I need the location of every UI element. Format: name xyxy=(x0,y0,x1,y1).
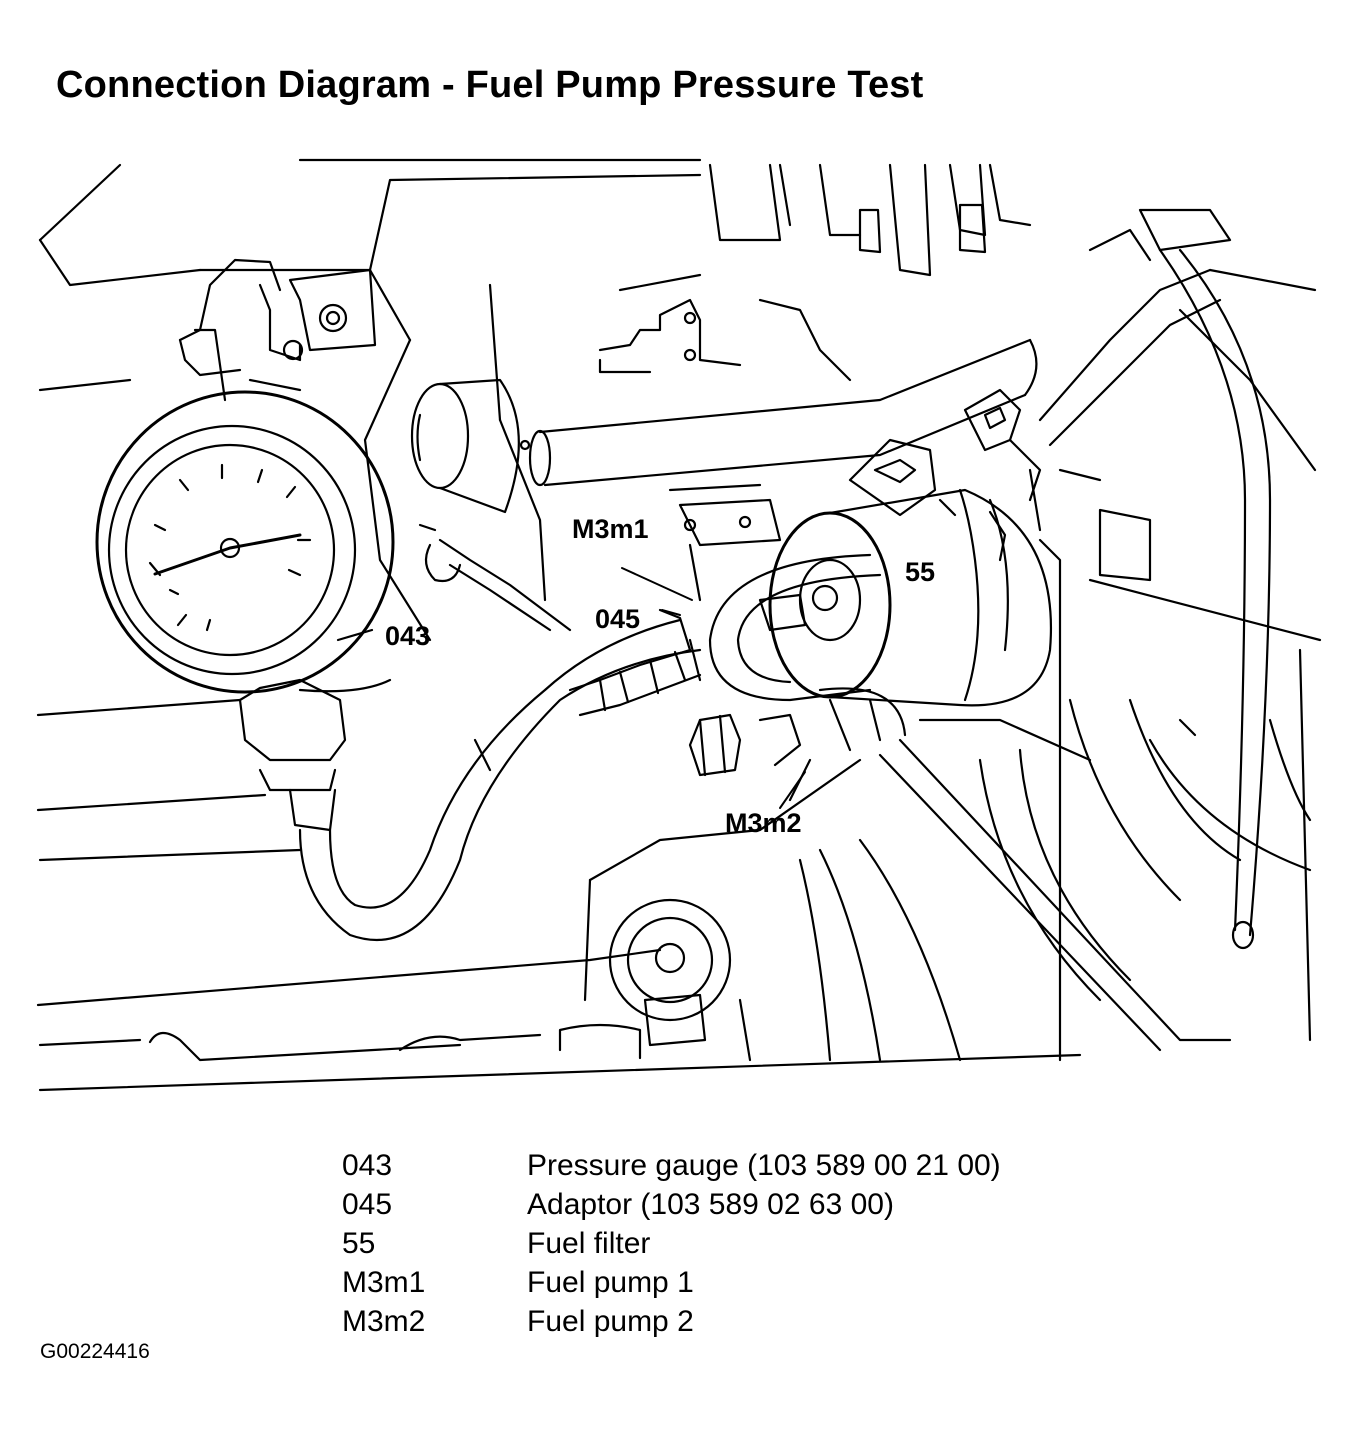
pressure-gauge-043 xyxy=(95,390,395,694)
legend-code: M3m2 xyxy=(342,1305,426,1338)
callout-m3m1: M3m1 xyxy=(572,514,649,544)
fuel-filter-55 xyxy=(758,488,1052,707)
callout-55: 55 xyxy=(905,557,935,587)
filter-connectors xyxy=(848,388,1042,517)
chassis-mount xyxy=(583,758,862,1062)
legend-code: M3m1 xyxy=(342,1266,426,1299)
fuel-pump-m3m2 xyxy=(688,687,907,802)
underbody-frame xyxy=(36,158,1082,1092)
legend-row: 043 Pressure gauge (103 589 00 21 00) xyxy=(342,1146,1001,1185)
legend-description: Fuel pump 2 xyxy=(527,1305,694,1338)
callout-leaders xyxy=(621,567,806,809)
fuel-pump-connection-diagram: M3m1 045 55 043 M3m2 xyxy=(36,158,1322,1092)
legend-code: 043 xyxy=(342,1149,393,1182)
callout-045: 045 xyxy=(595,604,640,634)
legend-row: 045 Adaptor (103 589 02 63 00) xyxy=(342,1185,1001,1224)
legend-row: 55 Fuel filter xyxy=(342,1224,1001,1263)
legend-row: M3m2 Fuel pump 2 xyxy=(342,1302,1001,1341)
legend-description: Pressure gauge (103 589 00 21 00) xyxy=(527,1149,1001,1182)
fuel-rail-tube xyxy=(528,338,1038,487)
gauge-hose xyxy=(238,618,702,941)
legend-code: 045 xyxy=(342,1188,393,1221)
filter-loop-hose xyxy=(708,553,882,702)
fuel-accumulator xyxy=(410,378,531,514)
wheel-well xyxy=(798,698,1312,1062)
legend-description: Adaptor (103 589 02 63 00) xyxy=(527,1188,894,1221)
legend-code: 55 xyxy=(342,1227,376,1260)
figure-id: G00224416 xyxy=(40,1340,150,1363)
legend-description: Fuel filter xyxy=(527,1227,651,1260)
diagram-title: Connection Diagram - Fuel Pump Pressure … xyxy=(56,64,924,106)
fuel-pump-m3m1 xyxy=(668,483,782,602)
callout-043: 043 xyxy=(385,621,430,651)
adaptor-045 xyxy=(568,608,702,717)
engine-bracket xyxy=(598,163,1032,382)
right-side-hoses xyxy=(1028,208,1322,1062)
legend-row: M3m1 Fuel pump 1 xyxy=(342,1263,1001,1302)
legend-description: Fuel pump 1 xyxy=(527,1266,694,1299)
adaptor-line xyxy=(418,523,572,772)
callout-m3m2: M3m2 xyxy=(725,808,802,838)
parts-legend: 043 Pressure gauge (103 589 00 21 00) 04… xyxy=(342,1146,1001,1341)
gauge-mount-bracket xyxy=(178,258,377,402)
